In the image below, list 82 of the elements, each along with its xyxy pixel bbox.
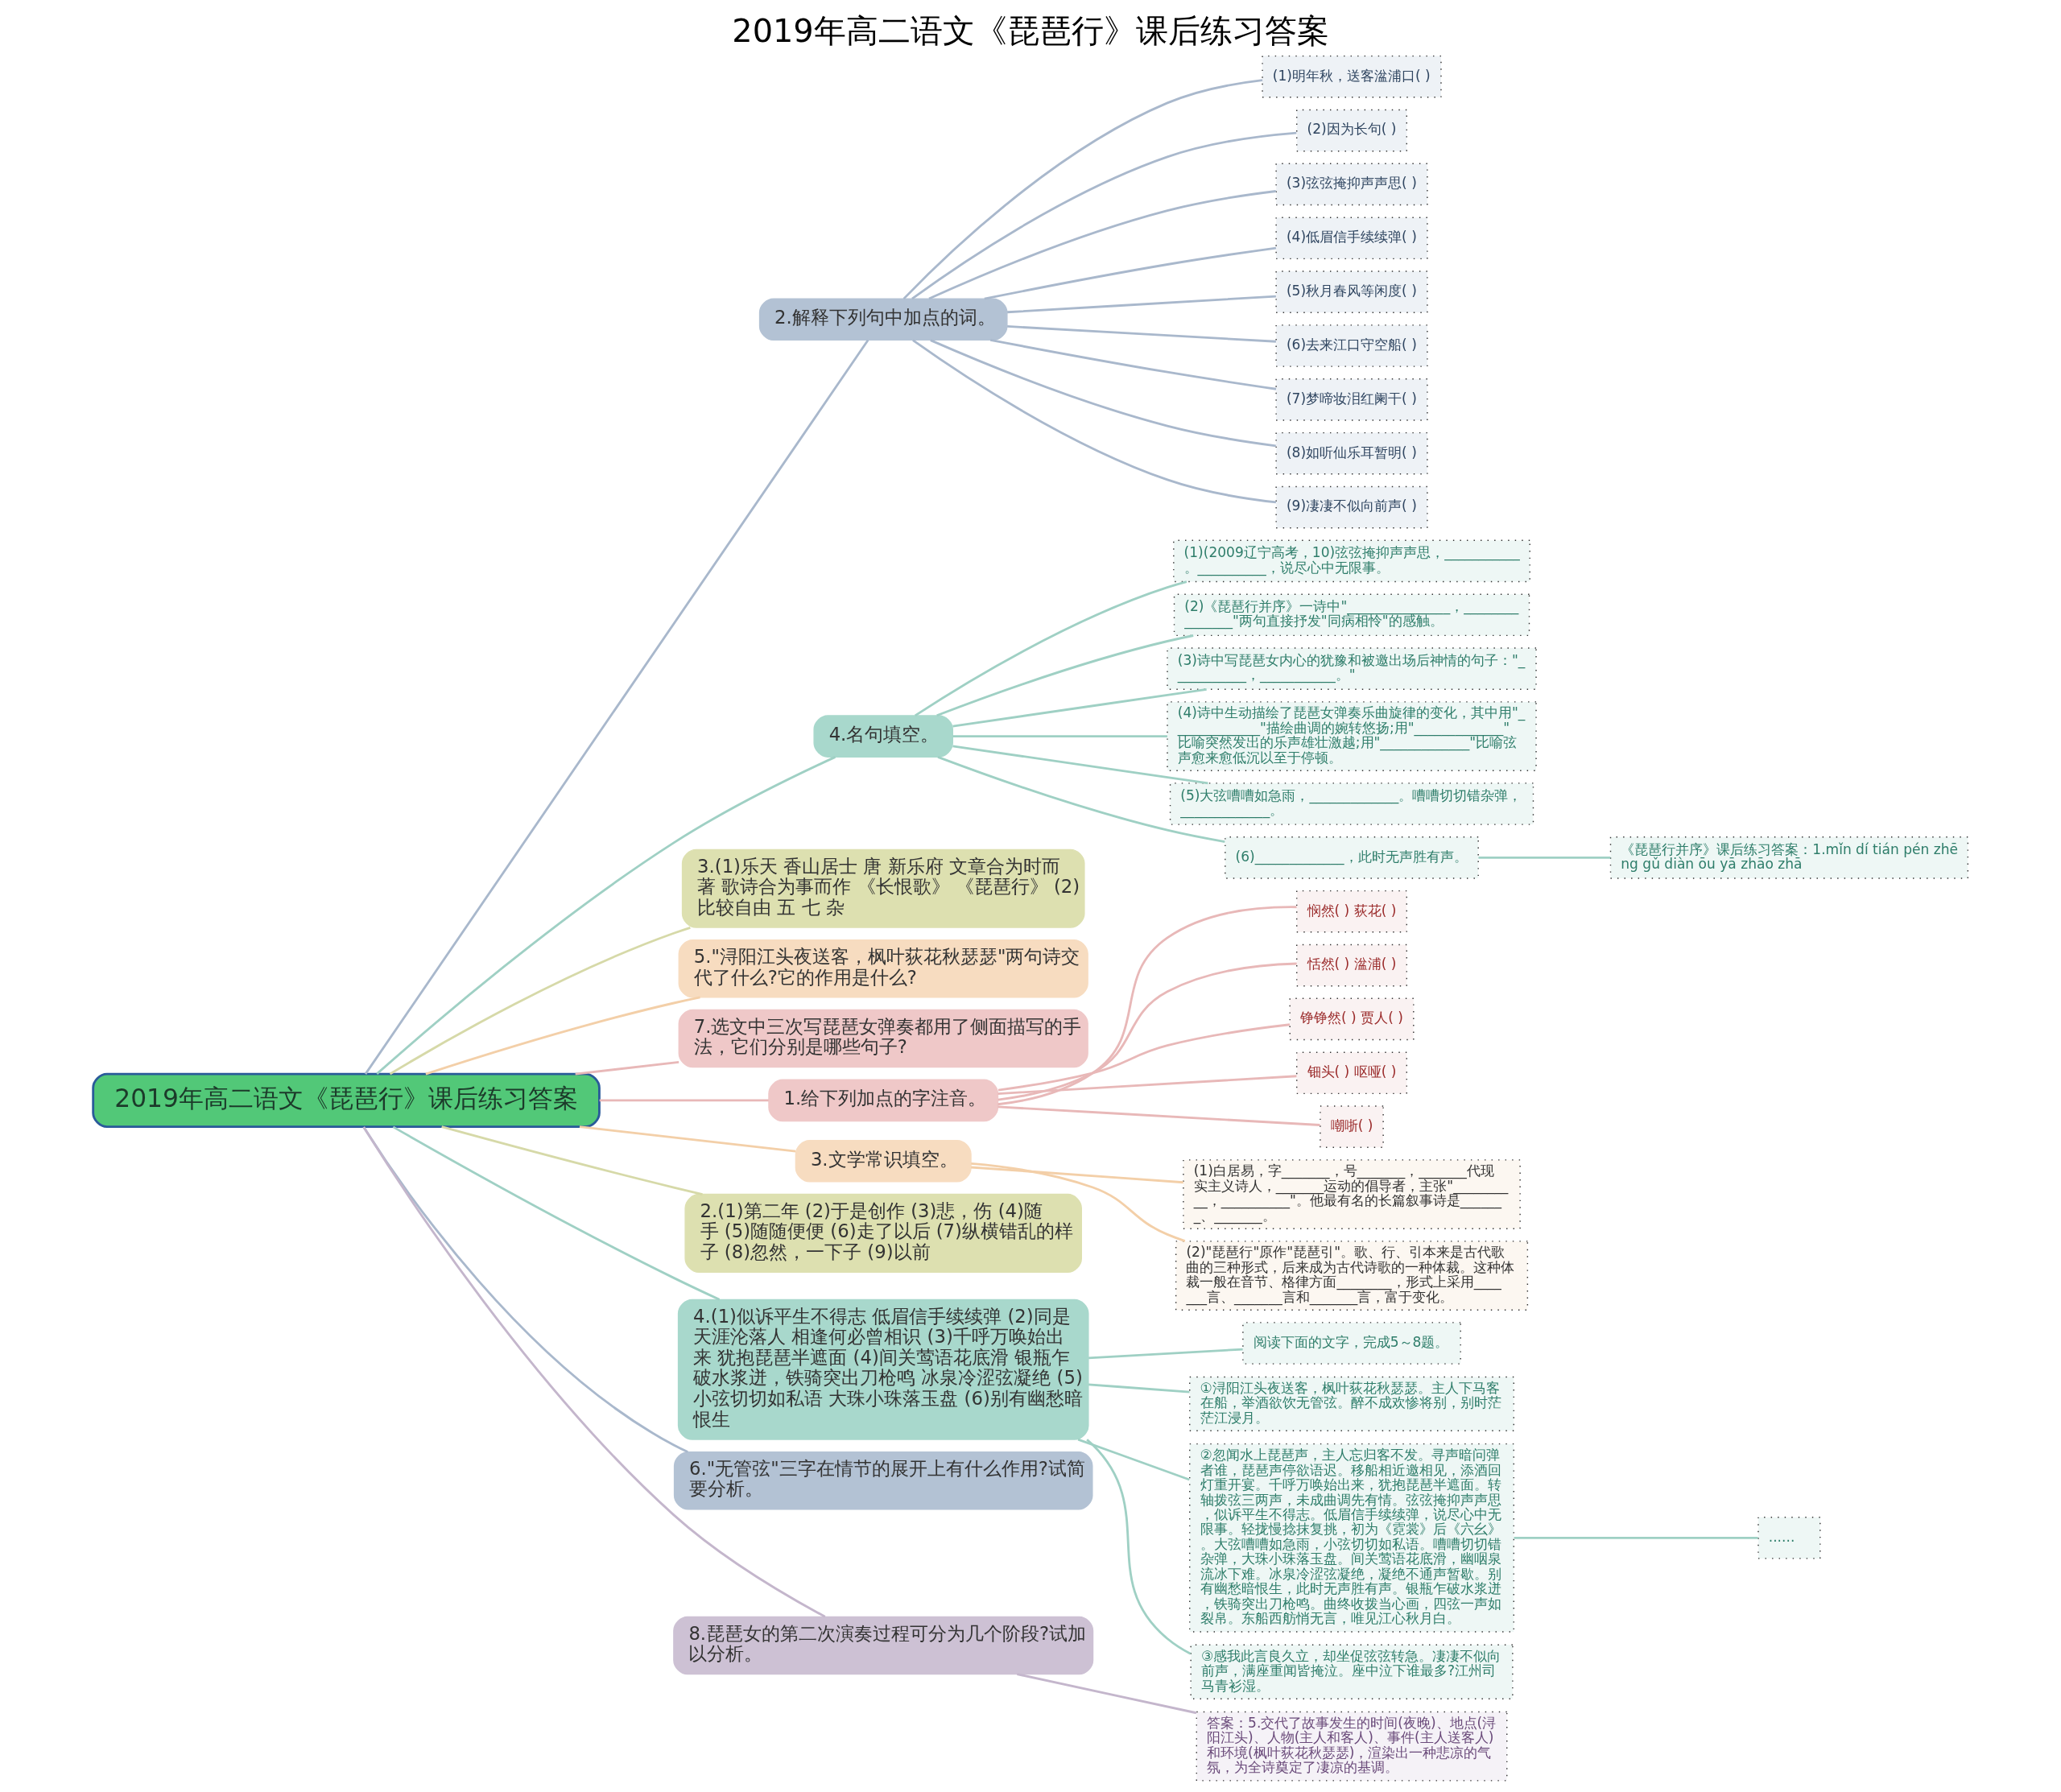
- connector: [1478, 856, 1611, 859]
- node-box: (9)凄凄不似向前声( ): [1275, 485, 1428, 529]
- node-box: (8)如听仙乐耳暂明( ): [1275, 431, 1428, 475]
- connector: [930, 339, 1276, 448]
- connector: [1017, 1673, 1197, 1715]
- connector: [984, 246, 1277, 300]
- node-box: 2.(1)第二年 (2)于是创作 (3)悲，伤 (4)随手 (5)随随便便 (6)走了以后 (7)纵横错乱的样子 (8)忽然，一下子 (9)以前: [684, 1193, 1082, 1273]
- connector: [1007, 325, 1276, 343]
- node-box: ③感我此言良久立，却坐促弦弦转急。凄凄不似向前声，满座重闻皆掩泣。座中泣下谁最多?江州司马青衫湿。: [1190, 1644, 1514, 1699]
- node-box: (1)(2009辽宁高考，10)弦弦掩抑声声思，___________。__________，说尽心中无限事。: [1173, 539, 1530, 583]
- connector: [971, 1162, 1186, 1243]
- connector: [376, 756, 836, 1075]
- node-box: (2)"琵琶行"原作"琵琶引"。歌、行、引本来是古代歌曲的三种形式，后来成为古代诗歌的一种体裁。这种体裁一般在音节、格律方面________，形式上采用_______言、_______言和_______言，富于变化。: [1175, 1241, 1529, 1311]
- connector: [902, 79, 1263, 300]
- connector: [441, 1125, 703, 1195]
- node-box: ①浔阳江头夜送客，枫叶荻花秋瑟瑟。主人下马客在船，举酒欲饮无管弦。醉不成欢惨将别，别时茫茫江浸月。: [1189, 1376, 1514, 1431]
- node-box: 嘲哳( ): [1320, 1105, 1384, 1148]
- connector: [997, 1075, 1297, 1096]
- connector: [364, 339, 869, 1075]
- connector: [392, 1125, 721, 1301]
- connector: [1514, 1536, 1758, 1539]
- node-box: 3.文学常识填空。: [795, 1140, 972, 1183]
- connector: [997, 1023, 1291, 1092]
- connector: [971, 1166, 1183, 1184]
- connector: [1077, 1438, 1190, 1481]
- connector: [579, 1125, 796, 1153]
- connector: [952, 735, 1167, 737]
- node-box: 1.给下列加点的字注音。: [768, 1079, 999, 1122]
- connector: [575, 1060, 679, 1076]
- connector: [952, 745, 1208, 785]
- node-box: 《琵琶行并序》课后练习答案：1.mǐn dí tián pén zhēng gǔ diàn ōu yā zhāo zhā: [1609, 836, 1968, 879]
- node-box: (5)大弦嘈嘈如急雨，_____________。嘈嘈切切错杂弹，_____________。: [1169, 782, 1534, 825]
- node-box: (2)因为长句( ): [1296, 109, 1407, 152]
- connector: [936, 634, 1194, 717]
- node-box: (6)去来江口守空船( ): [1275, 324, 1428, 367]
- node-box: 8.琵琶女的第二次演奏过程可分为几个阶段?试加以分析。: [673, 1616, 1094, 1675]
- node-box: (1)白居易，字_______，号_______，_______代现实主义诗人，_______运动的倡导者，主张"__________，__________"。他最有名的长篇叙事诗是_______、_______。: [1183, 1159, 1521, 1229]
- node-box: (3)诗中写琵琶女内心的犹豫和被邀出场后神情的句子："___________，___________。": [1167, 647, 1537, 690]
- node-box: (4)诗中生动描绘了琵琶女弹奏乐曲旋律的变化，其中用"_____________"描绘曲调的婉转悠扬;用"_____________"比喻突然发出的乐声雄壮激越;用"_____________"比喻弦声愈来愈低沉以至于停顿。: [1167, 701, 1537, 771]
- connector: [912, 339, 1277, 504]
- diagram-title: 2019年高二语文《琵琶行》课后练习答案: [732, 11, 1329, 49]
- node-box: 5."浔阳江头夜送客，枫叶荻花秋瑟瑟"两句诗交代了什么?它的作用是什么?: [678, 939, 1088, 998]
- node-box: 6."无管弦"三字在情节的展开上有什么作用?试简要分析。: [673, 1451, 1093, 1510]
- connector: [389, 926, 691, 1076]
- connector: [362, 1126, 688, 1453]
- connector: [1088, 1348, 1243, 1360]
- connector: [599, 1099, 769, 1102]
- connector: [914, 580, 1187, 717]
- connector: [997, 1105, 1320, 1126]
- node-box: (4)低眉信手续续弹( ): [1275, 217, 1428, 260]
- node-box: 答案：5.交代了故事发生的时间(夜晚)、地点(浔阳江头)、人物(主人和客人)、事件(主人送客人)和环境(枫叶荻花秋瑟瑟)，渲染出一种悲凉的气氛，为全诗奠定了凄凉的基调。: [1196, 1711, 1508, 1782]
- connector: [1007, 295, 1276, 314]
- connector: [362, 1126, 826, 1618]
- connector: [952, 687, 1207, 728]
- node-box: (5)秋月春风等闲度( ): [1275, 270, 1428, 313]
- node-box: 4.名句填空。: [813, 715, 953, 758]
- node-box: 2.解释下列句中加点的词。: [758, 298, 1008, 341]
- node-box: 恬然( ) 湓浦( ): [1296, 943, 1407, 987]
- connector: [989, 339, 1277, 390]
- node-box: 悯然( ) 荻花( ): [1296, 890, 1407, 933]
- node-box: (3)弦弦掩抑声声思( ): [1275, 163, 1428, 206]
- connector: [911, 131, 1297, 300]
- node-box: 钿头( ) 呕哑( ): [1296, 1051, 1407, 1095]
- connector: [928, 190, 1276, 300]
- connector: [1088, 1383, 1190, 1394]
- connector: [1086, 1439, 1192, 1655]
- connector: [997, 906, 1297, 1106]
- connector: [425, 996, 700, 1076]
- node-box: 铮铮然( ) 贾人( ): [1289, 997, 1415, 1041]
- connector: [937, 756, 1225, 843]
- node-box: ......: [1757, 1517, 1821, 1559]
- node-box: 3.(1)乐天 香山居士 唐 新乐府 文章合为时而著 歌诗合为事而作 《长恨歌》 《琵琶行》 (2)比较自由 五 七 杂: [681, 849, 1085, 928]
- node-box: ②忽闻水上琵琶声，主人忘归客不发。寻声暗问弹者谁，琵琶声停欲语迟。移船相近邀相见，添酒回灯重开宴。千呼万唤始出来，犹抱琵琶半遮面。转轴拨弦三两声，未成曲调先有情。弦弦掩抑声声思，似诉平生不得志。低眉信手续续弹，说尽心中无限事。轻拢慢捻抹复挑，初为《霓裳》后《六幺》。大弦嘈嘈如急雨，小弦切切如私语。嘈嘈切切错杂弹，大珠小珠落玉盘。间关莺语花底滑，幽咽泉流冰下难。冰泉冷涩弦凝绝，凝绝不通声暂歇。别有幽愁暗恨生，此时无声胜有声。银瓶乍破水浆迸，铁骑突出刀枪鸣。曲终收拨当心画，四弦一声如裂帛。东船西舫悄无言，唯见江心秋月白。: [1189, 1443, 1514, 1633]
- node-box: (1)明年秋，送客湓浦口( ): [1262, 55, 1442, 98]
- node-box: (2)《琵琶行并序》一诗中"_______________，_______________"两句直接抒发"同病相怜"的感触。: [1173, 593, 1530, 637]
- node-box: 2019年高二语文《琵琶行》课后练习答案: [92, 1072, 601, 1129]
- node-box: (7)梦啼妆泪红阑干( ): [1275, 378, 1428, 421]
- node-box: (6)_____________，此时无声胜有声。: [1225, 836, 1479, 879]
- node-box: 阅读下面的文字，完成5～8题。: [1242, 1322, 1461, 1365]
- node-box: 7.选文中三次写琵琶女弹奏都用了侧面描写的手法，它们分别是哪些句子?: [678, 1009, 1088, 1068]
- node-box: 4.(1)似诉平生不得志 低眉信手续续弹 (2)同是天涯沦落人 相逢何必曾相识 (3)千呼万唤始出来 犹抱琵琶半遮面 (4)间关莺语花底滑 银瓶乍破水浆迸，铁骑突出刀枪鸣 冰泉冷涩弦凝绝 (5)小弦切切如私语 大珠小珠落玉盘 (6)别有幽愁暗恨生: [677, 1299, 1089, 1440]
- connector: [997, 962, 1297, 1101]
